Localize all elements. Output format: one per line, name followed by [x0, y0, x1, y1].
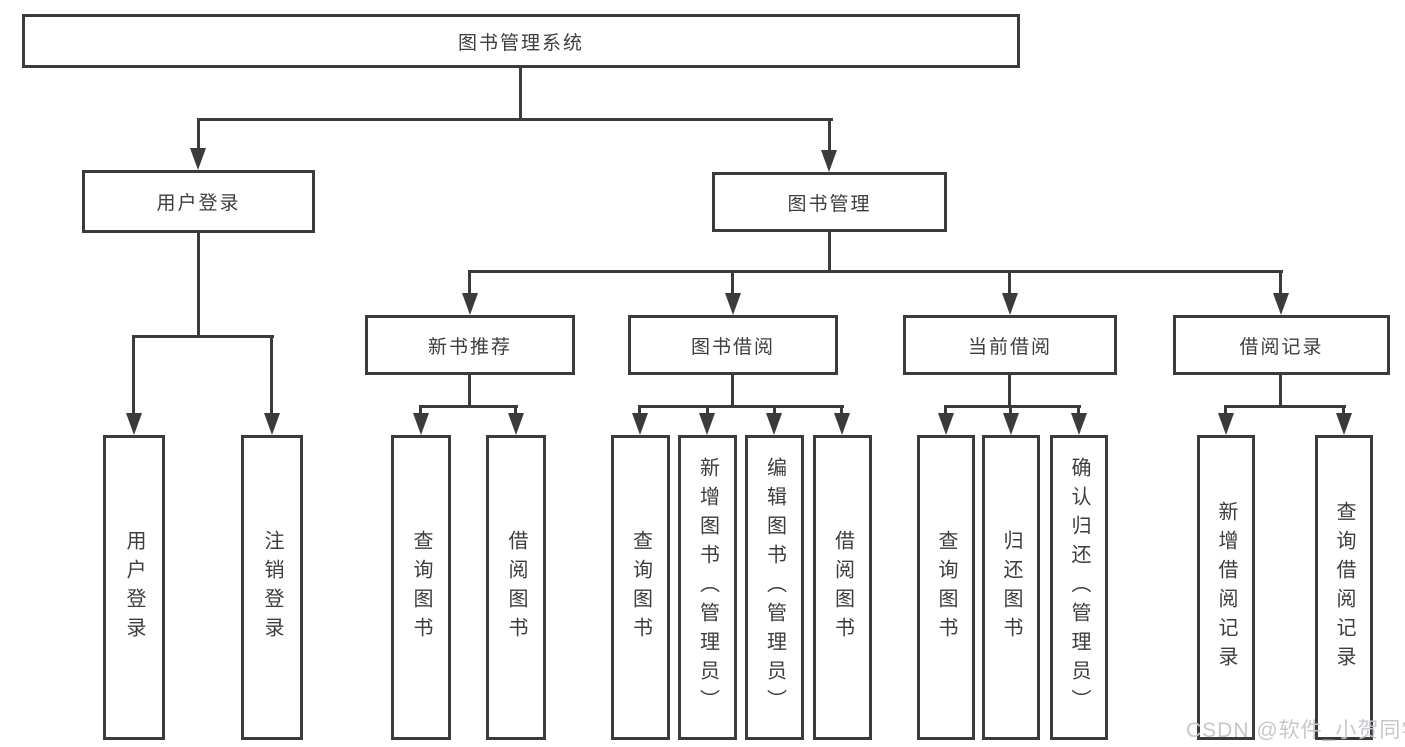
arrow-down-icon: [1002, 293, 1018, 315]
connector-line: [1008, 270, 1011, 295]
connector-line: [419, 405, 422, 415]
connector-line: [773, 405, 776, 415]
connector-line: [1224, 405, 1346, 408]
connector-line: [197, 118, 833, 121]
connector-line: [270, 335, 273, 413]
connector-line: [1279, 375, 1282, 408]
arrow-down-icon: [1071, 413, 1087, 435]
connector-line: [1224, 405, 1227, 415]
connector-line: [514, 405, 517, 415]
connector-line: [132, 335, 135, 413]
arrow-down-icon: [632, 413, 648, 435]
node-user-login: 用户登录: [82, 170, 315, 233]
arrow-down-icon: [1273, 293, 1289, 315]
connector-line: [1008, 375, 1011, 408]
arrow-down-icon: [508, 413, 524, 435]
node-add-books-admin: 新增图书（管理员）: [678, 435, 737, 740]
arrow-down-icon: [938, 413, 954, 435]
node-query-borrow-record: 查询借阅记录: [1315, 435, 1373, 740]
node-add-borrow-record: 新增借阅记录: [1197, 435, 1255, 740]
connector-line: [519, 68, 522, 121]
connector-line: [1077, 405, 1080, 415]
node-borrow-books-action: 借阅图书: [813, 435, 872, 740]
arrow-down-icon: [190, 148, 206, 170]
connector-line: [828, 232, 831, 273]
connector-line: [731, 270, 734, 295]
connector-line: [944, 405, 1081, 408]
connector-line: [638, 405, 844, 408]
connector-line: [468, 375, 471, 408]
arrow-down-icon: [1336, 413, 1352, 435]
arrow-down-icon: [821, 150, 837, 172]
arrow-down-icon: [1218, 413, 1234, 435]
connector-line: [419, 405, 518, 408]
arrow-down-icon: [699, 413, 715, 435]
arrow-down-icon: [725, 293, 741, 315]
connector-line: [197, 233, 200, 337]
watermark: CSDN @软件_小贺同学: [1186, 719, 1405, 742]
node-borrowing-records: 借阅记录: [1173, 315, 1390, 375]
connector-line: [638, 405, 641, 415]
node-book-borrowing: 图书借阅: [628, 315, 838, 375]
connector-line: [1342, 405, 1345, 415]
arrow-down-icon: [1003, 413, 1019, 435]
node-return-books: 归还图书: [982, 435, 1040, 740]
node-current-borrowing: 当前借阅: [903, 315, 1117, 375]
node-new-book-recommendation: 新书推荐: [365, 315, 575, 375]
node-query-books-recommend: 查询图书: [391, 435, 451, 740]
node-borrow-books-recommend: 借阅图书: [486, 435, 546, 740]
connector-line: [706, 405, 709, 415]
connector-line: [132, 335, 274, 338]
arrow-down-icon: [834, 413, 850, 435]
connector-line: [1279, 270, 1282, 295]
connector-line: [197, 118, 200, 150]
connector-line: [840, 405, 843, 415]
connector-line: [1009, 405, 1012, 415]
arrow-down-icon: [126, 413, 142, 435]
node-root: 图书管理系统: [22, 14, 1020, 68]
node-book-management: 图书管理: [712, 172, 947, 232]
arrow-down-icon: [766, 413, 782, 435]
connector-line: [468, 270, 471, 295]
connector-line: [731, 375, 734, 408]
arrow-down-icon: [462, 293, 478, 315]
connector-line: [468, 270, 1283, 273]
node-logout-action: 注销登录: [241, 435, 303, 740]
connector-line: [828, 118, 831, 152]
connector-line: [944, 405, 947, 415]
node-user-login-action: 用户登录: [103, 435, 165, 740]
node-query-books-current: 查询图书: [917, 435, 975, 740]
node-query-books-borrow: 查询图书: [611, 435, 670, 740]
arrow-down-icon: [264, 413, 280, 435]
arrow-down-icon: [413, 413, 429, 435]
node-confirm-return-admin: 确认归还（管理员）: [1050, 435, 1108, 740]
node-edit-books-admin: 编辑图书（管理员）: [745, 435, 804, 740]
